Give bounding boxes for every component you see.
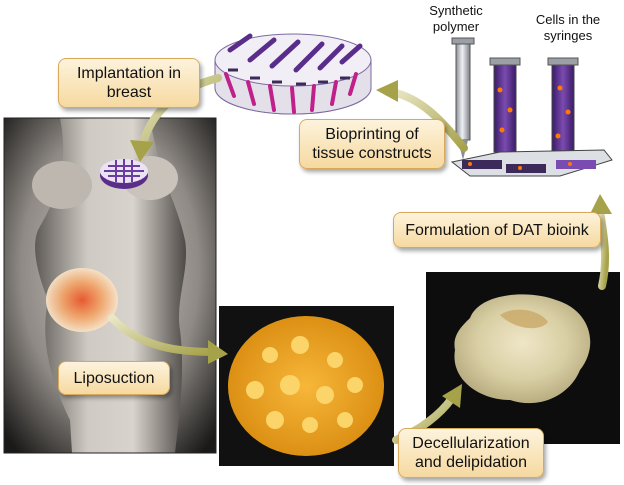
arrow-liposuction-to-fat [108,314,228,364]
printed-strands [450,149,613,177]
decellularization-line-1: Decellularization [412,435,530,452]
label-implantation: Implantation in breast [58,58,200,108]
arrow-printer-to-construct [376,80,468,152]
cells-syringes-label: Cells in the syringes [525,12,611,44]
bioprinting-line-1: Bioprinting of [325,126,419,143]
decellularization-line-2: and delipidation [414,454,528,471]
bioprinting-line-2: tissue constructs [312,145,432,162]
synthetic-polymer-line-2: polymer [432,19,480,34]
label-bioprinting: Bioprinting of tissue constructs [299,119,445,169]
liposuction-text: Liposuction [73,369,155,387]
implantation-line-2: breast [106,84,152,101]
arrow-dat-to-formulation [590,194,612,290]
bioprinted-construct [214,33,372,115]
cells-syringes-line-1: Cells in the [535,12,601,27]
implant-disc [100,159,148,189]
liposuction-site [46,268,118,332]
synthetic-polymer-label: Synthetic polymer [416,3,496,35]
dat-photo [426,272,620,444]
synthetic-polymer-line-1: Synthetic [429,3,483,18]
lipoaspirate-photo [219,306,394,466]
label-liposuction: Liposuction [58,361,170,395]
syringe-cells-1 [489,57,521,168]
cells-syringes-line-2: syringes [543,28,593,43]
formulation-text: Formulation of DAT bioink [405,221,589,239]
label-decellularization: Decellularization and delipidation [398,428,544,478]
label-formulation: Formulation of DAT bioink [393,212,601,248]
implantation-line-1: Implantation in [76,65,182,82]
